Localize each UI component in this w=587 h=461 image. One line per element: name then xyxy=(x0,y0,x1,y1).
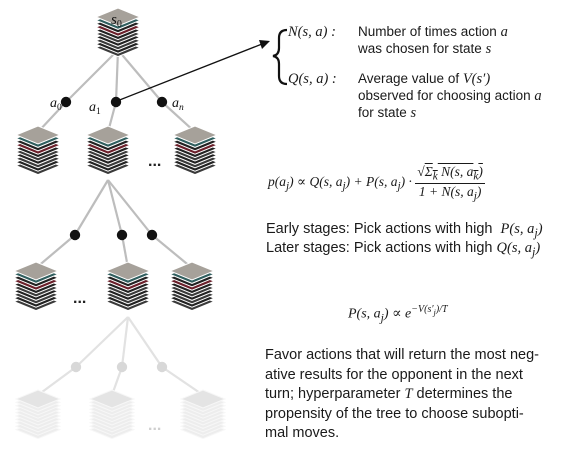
edge-d1-child xyxy=(35,234,76,269)
edge-root-a1 xyxy=(114,49,120,103)
ellipsis-row2: ... xyxy=(73,290,86,307)
node-stack-3a xyxy=(14,389,62,440)
q-definition-line2: observed for choosing action a xyxy=(358,88,542,104)
tree-nodes xyxy=(12,7,227,440)
action-dot-an xyxy=(156,96,168,108)
node-stack-2b xyxy=(104,261,152,312)
node-stack-3b xyxy=(88,389,136,440)
root-node-stack xyxy=(94,7,142,58)
action-label-an: an xyxy=(172,96,184,113)
action-dots xyxy=(60,96,168,373)
action-dot-a0 xyxy=(60,96,72,108)
edge-faded-4 xyxy=(37,366,77,396)
node-stack-1c xyxy=(171,125,219,176)
node-stack-1a xyxy=(14,125,62,176)
ellipsis-row3: ... xyxy=(148,417,161,434)
tree-edges xyxy=(35,49,204,396)
edge-mid-d3 xyxy=(107,179,153,236)
later-stages-text: Later stages: Pick actions with high Q(s… xyxy=(266,240,541,259)
q-definition-line1: Average value of V(s′) xyxy=(358,71,491,87)
action-dot-level2-3 xyxy=(146,229,158,241)
action-label-a1: a1 xyxy=(89,100,101,117)
edge-d3-child xyxy=(151,234,193,269)
edge-mid-d1 xyxy=(74,179,109,236)
action-dot-level3-2 xyxy=(116,361,128,373)
action-dot-level3-1 xyxy=(70,361,82,373)
action-dot-a1 xyxy=(110,96,122,108)
edge-mid-d2 xyxy=(106,179,124,236)
edge-root-an xyxy=(117,49,163,103)
action-dot-level3-3 xyxy=(156,361,168,373)
pointer-arrow xyxy=(116,40,270,102)
edge-faded-3 xyxy=(127,316,163,368)
edge-faded-1 xyxy=(75,316,129,368)
n-definition-line2: was chosen for state s xyxy=(358,41,492,57)
edge-an-child xyxy=(161,101,196,133)
n-symbol: N(s, a) : xyxy=(288,24,336,40)
softmax-formula: P(s, aj) ∝ e−V(s′j)/T xyxy=(348,304,448,325)
edge-faded-6 xyxy=(161,366,204,396)
early-stages-text: Early stages: Pick actions with high P(s… xyxy=(266,221,543,240)
node-stack-2a xyxy=(12,261,60,312)
q-definition-line3: for state s xyxy=(358,105,417,121)
ellipsis-row1: ... xyxy=(148,153,161,170)
favor-actions-paragraph: Favor actions that will return the most … xyxy=(265,347,540,441)
action-dot-level2-2 xyxy=(116,229,128,241)
n-definition-line1: Number of times action a xyxy=(358,24,508,40)
node-stack-1b xyxy=(84,125,132,176)
edge-root-a0 xyxy=(65,49,119,103)
node-stack-2c xyxy=(168,261,216,312)
root-state-label: s0 xyxy=(111,12,122,30)
edge-faded-2 xyxy=(120,316,130,368)
action-dot-level2-1 xyxy=(69,229,81,241)
edge-a0-child xyxy=(37,101,67,133)
selection-formula: p(aj) ∝ Q(s, aj) + P(s, aj) · √Σk N(s, a… xyxy=(268,164,485,203)
action-label-a0: a0 xyxy=(50,96,62,113)
q-symbol: Q(s, a) : xyxy=(288,71,337,87)
node-stack-3c xyxy=(179,389,227,440)
curly-brace xyxy=(272,28,288,86)
selection-fraction: √Σk N(s, ak) 1 + N(s, aj) xyxy=(415,164,485,203)
